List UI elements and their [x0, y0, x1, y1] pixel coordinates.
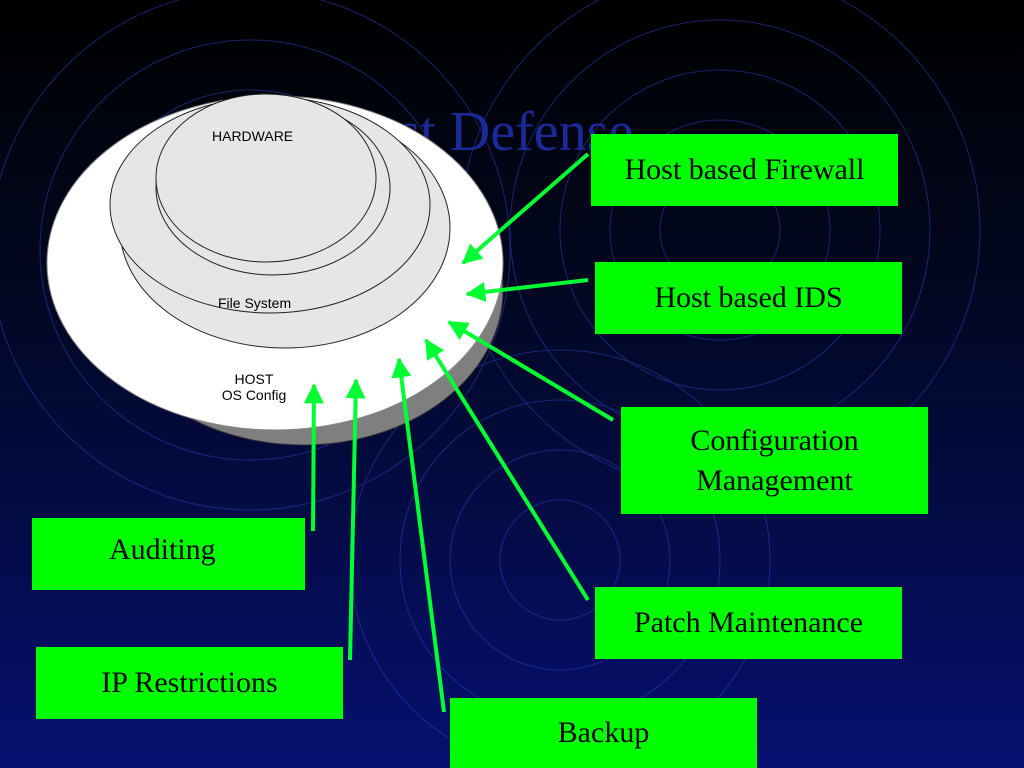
host-ids-box: Host based IDS [595, 262, 902, 334]
arrow-auditing [303, 383, 324, 532]
host-firewall-label: Host based Firewall [624, 153, 865, 186]
ip-restrictions-box: IP Restrictions [36, 647, 343, 719]
ip-restrictions-label: IP Restrictions [101, 666, 278, 699]
backup-label: Backup [557, 716, 650, 749]
auditing-box: Auditing [32, 518, 305, 590]
configuration-management-line1: Configuration [690, 423, 859, 457]
configuration-management-box: Configuration Management [621, 407, 928, 514]
host-label-line2: OS Config [221, 387, 287, 403]
hardware-layer-ellipse [155, 93, 377, 263]
arrow-host-firewall [461, 152, 590, 265]
host-label-line1: HOST [234, 371, 274, 387]
hardware-label: HARDWARE [212, 128, 294, 144]
backup-box: Backup [450, 698, 757, 768]
auditing-label: Auditing [109, 533, 216, 566]
configuration-management-line2: Management [696, 463, 853, 497]
host-ids-label: Host based IDS [654, 281, 843, 314]
arrow-ip-restrictions [345, 378, 366, 661]
host-label: HOST OS Config [212, 371, 296, 403]
arrow-patch-maintenance [424, 338, 590, 602]
host-firewall-box: Host based Firewall [591, 134, 898, 206]
arrow-configuration-management [447, 320, 615, 422]
arrow-backup [391, 357, 446, 713]
file-system-label: File System [218, 295, 292, 311]
patch-maintenance-box: Patch Maintenance [595, 587, 902, 659]
arrow-host-ids [465, 278, 589, 302]
patch-maintenance-label: Patch Maintenance [633, 606, 864, 639]
